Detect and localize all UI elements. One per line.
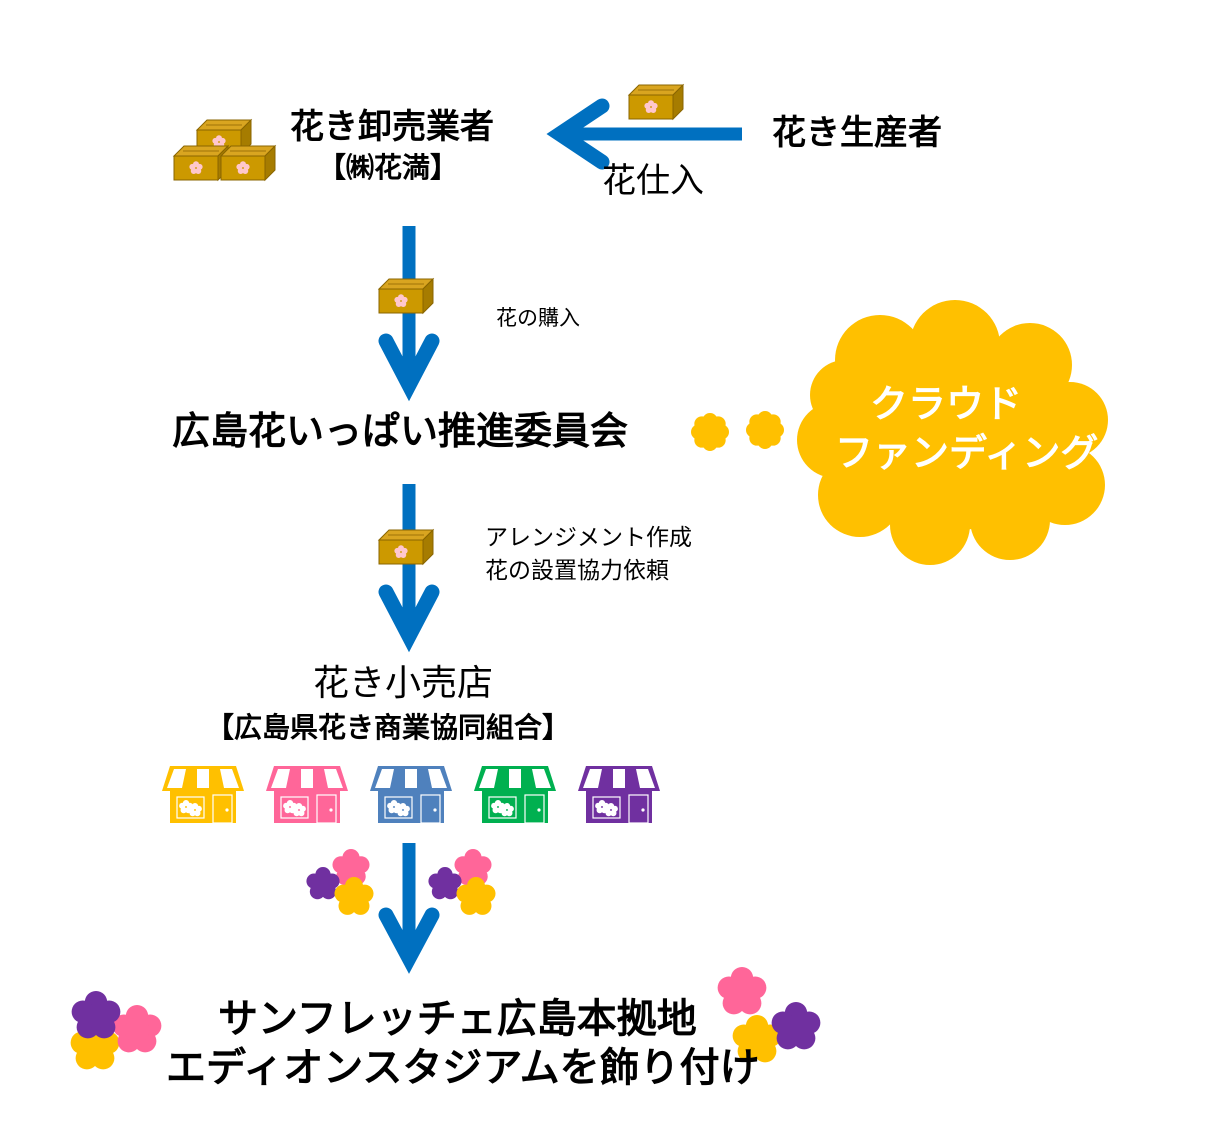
arrow-producer-to-wholesaler xyxy=(546,98,742,170)
box-icon-buy xyxy=(377,277,435,315)
flower-cluster-bottom-left xyxy=(70,991,162,1070)
box-stack-icon xyxy=(172,118,277,182)
box-icon-arrangement xyxy=(377,528,435,566)
flower-cluster-right xyxy=(428,849,496,915)
buy-flowers-label: 花の購入 xyxy=(496,306,580,330)
wholesaler-title: 花き卸売業者 xyxy=(290,107,494,147)
shop-yellow-icon xyxy=(162,766,244,824)
shop-green-icon xyxy=(474,766,556,824)
retailer-title: 花き小売店 xyxy=(313,663,494,704)
shop-pink-icon xyxy=(266,766,348,824)
purchase-label: 花仕入 xyxy=(602,161,704,201)
stadium-line2: エディオンスタジアムを飾り付け xyxy=(166,1045,760,1091)
shop-purple-icon xyxy=(578,766,660,824)
stadium-line1: サンフレッチェ広島本拠地 xyxy=(218,996,697,1042)
arrow-retailer-to-stadium xyxy=(378,843,440,974)
retailer-subtitle: 【広島県花き商業協同組合】 xyxy=(206,711,571,744)
flower-cluster-left xyxy=(306,849,374,915)
shops-row xyxy=(162,766,660,824)
crowdfunding-line2: ファンディング xyxy=(835,431,1099,475)
producer-title: 花き生産者 xyxy=(772,113,942,153)
cloud-connector-dots xyxy=(691,411,784,451)
arrangement-label-line1: アレンジメント作成 xyxy=(485,525,692,551)
crowdfunding-cloud xyxy=(797,300,1108,565)
crowdfunding-line1: クラウド xyxy=(870,382,1023,426)
committee-title: 広島花いっぱい推進委員会 xyxy=(172,409,629,453)
wholesaler-subtitle: 【㈱花満】 xyxy=(318,151,459,184)
box-icon-purchase xyxy=(627,83,685,121)
arrangement-label-line2: 花の設置協力依頼 xyxy=(485,558,669,584)
shop-blue-icon xyxy=(370,766,452,824)
